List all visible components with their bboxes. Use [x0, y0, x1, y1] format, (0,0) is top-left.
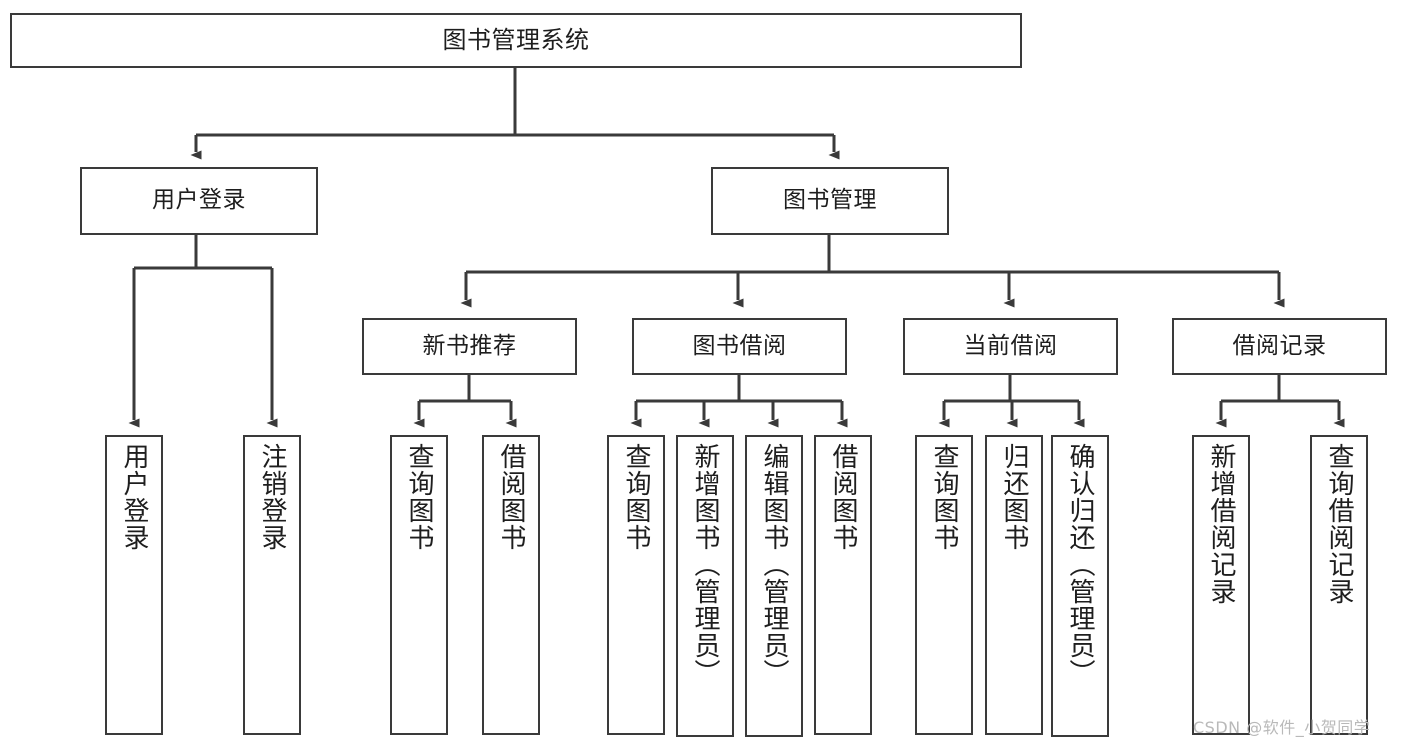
- node-label: 查询借阅记录: [1324, 443, 1355, 605]
- node-label: 借阅图书: [828, 443, 859, 551]
- leaf-user-login-logout[interactable]: 注销登录: [243, 435, 301, 735]
- node-label: 借阅记录: [1232, 332, 1327, 359]
- node-label: 注销登录: [257, 443, 288, 551]
- leaf-book-borrow-query[interactable]: 查询图书: [607, 435, 665, 735]
- leaf-new-book-borrow[interactable]: 借阅图书: [482, 435, 540, 735]
- node-label: 图书管理: [783, 187, 877, 214]
- leaf-book-borrow-edit-admin[interactable]: 编辑图书（管理员）: [745, 435, 803, 737]
- node-label: 新书推荐: [422, 332, 517, 359]
- node-label: 查询图书: [929, 443, 960, 551]
- leaf-book-borrow-add-admin[interactable]: 新增图书（管理员）: [676, 435, 734, 737]
- node-label: 当前借阅: [963, 332, 1058, 359]
- node-label: 查询图书: [404, 443, 435, 551]
- leaf-current-borrow-return[interactable]: 归还图书: [985, 435, 1043, 735]
- node-book-management[interactable]: 图书管理: [711, 167, 949, 235]
- node-label: 新增借阅记录: [1206, 443, 1237, 605]
- node-label: 新增图书（管理员）: [690, 443, 721, 686]
- leaf-book-borrow-borrow[interactable]: 借阅图书: [814, 435, 872, 735]
- node-label: 编辑图书（管理员）: [759, 443, 790, 686]
- node-label: 用户登录: [152, 187, 246, 214]
- node-label: 用户登录: [119, 443, 150, 551]
- node-borrow-record[interactable]: 借阅记录: [1172, 318, 1387, 375]
- leaf-user-login-login[interactable]: 用户登录: [105, 435, 163, 735]
- node-label: 图书管理系统: [442, 26, 590, 55]
- node-label: 确认归还（管理员）: [1065, 443, 1096, 686]
- node-label: 借阅图书: [496, 443, 527, 551]
- node-root-system[interactable]: 图书管理系统: [10, 13, 1022, 68]
- leaf-current-borrow-confirm-admin[interactable]: 确认归还（管理员）: [1051, 435, 1109, 737]
- node-new-book-recommendation[interactable]: 新书推荐: [362, 318, 577, 375]
- node-user-login[interactable]: 用户登录: [80, 167, 318, 235]
- node-current-borrow[interactable]: 当前借阅: [903, 318, 1118, 375]
- node-book-borrow[interactable]: 图书借阅: [632, 318, 847, 375]
- leaf-new-book-query[interactable]: 查询图书: [390, 435, 448, 735]
- csdn-watermark: CSDN @软件_小贺同学: [1193, 718, 1371, 737]
- leaf-borrow-record-query[interactable]: 查询借阅记录: [1310, 435, 1368, 735]
- node-label: 图书借阅: [692, 332, 787, 359]
- leaf-current-borrow-query[interactable]: 查询图书: [915, 435, 973, 735]
- node-label: 查询图书: [621, 443, 652, 551]
- node-label: 归还图书: [999, 443, 1030, 551]
- leaf-borrow-record-add[interactable]: 新增借阅记录: [1192, 435, 1250, 735]
